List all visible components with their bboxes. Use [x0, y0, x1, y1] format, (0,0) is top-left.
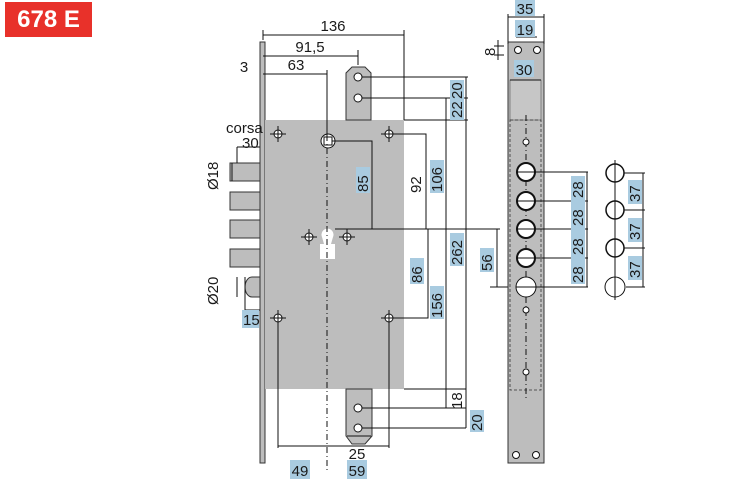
dimension-label: 25	[349, 446, 366, 463]
dimension-label: corsa	[226, 120, 263, 137]
dimension-label: 85	[355, 175, 372, 192]
dimension-label: 8	[482, 48, 499, 56]
dimension-label: 37	[627, 185, 644, 202]
dimension-label: 91,5	[295, 39, 324, 56]
dimension-label: 19	[517, 22, 534, 39]
dimension-label: 22	[449, 101, 466, 118]
dimension-label: Ø20	[205, 277, 222, 305]
dimension-label: 18	[449, 392, 466, 409]
dimension-label: 106	[429, 167, 446, 192]
dimension-label: Ø18	[205, 162, 222, 190]
dimension-label: 35	[517, 1, 534, 18]
dimension-label: 28	[570, 181, 587, 198]
model-badge: 678 E	[5, 2, 92, 37]
faceplate	[259, 41, 266, 464]
dimension-label: 136	[320, 18, 345, 35]
top-tab	[345, 66, 372, 121]
dimension-label: 262	[449, 240, 466, 265]
spindle-square	[323, 136, 333, 146]
dimension-label: 15	[243, 312, 260, 329]
dimension-label: 30	[242, 135, 259, 152]
dimension-label: 20	[449, 82, 466, 99]
dimension-label: 20	[469, 414, 486, 431]
dimension-label: 92	[408, 176, 425, 193]
latch	[244, 276, 261, 298]
dimension-label: 37	[627, 223, 644, 240]
dimension-label: 56	[479, 254, 496, 271]
dimension-label: 28	[570, 209, 587, 226]
dimension-label: 59	[349, 463, 366, 480]
dimension-label: 30	[516, 62, 533, 79]
bottom-tab	[345, 388, 373, 445]
dimension-label: 3	[240, 59, 248, 76]
dimension-label: 63	[288, 57, 305, 74]
dimension-label: 49	[292, 463, 309, 480]
dimension-label: 28	[570, 266, 587, 283]
dimension-label: 86	[409, 266, 426, 283]
dimension-label: 156	[429, 293, 446, 318]
dimension-label: 37	[627, 261, 644, 278]
dimension-label: 28	[570, 238, 587, 255]
dimension-labels: 136 91,5 63 3 corsa 30 Ø18 Ø20 15 22 20 …	[205, 0, 644, 480]
deadbolts	[229, 162, 261, 268]
